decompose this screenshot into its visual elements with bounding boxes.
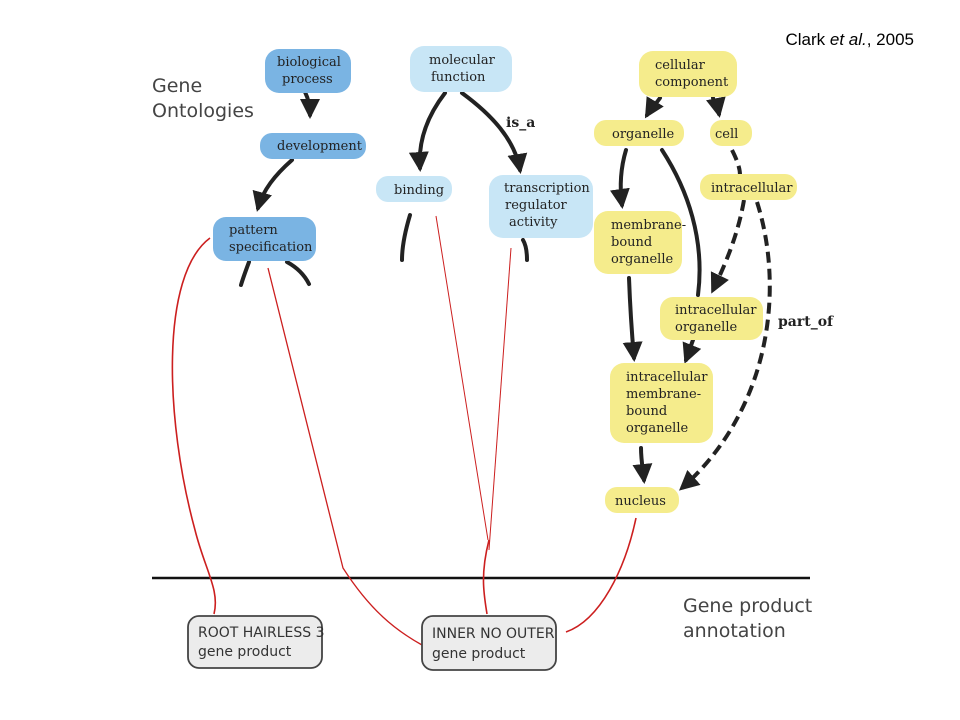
annotation-heading: Gene product annotation	[683, 595, 818, 642]
annotation-heading-line-2: annotation	[683, 620, 786, 642]
node-line: cellular	[655, 58, 706, 73]
link-merge-innernoouter	[482, 539, 490, 615]
ontologies-heading: Gene Ontologies	[152, 75, 254, 122]
edge-organelle-intracellular-organelle	[660, 148, 702, 297]
node-line: pattern	[229, 223, 278, 238]
is-a-label: is_a	[506, 115, 535, 131]
edge-pattern-down-1	[239, 260, 251, 287]
edge-organelle-membrane	[609, 148, 630, 209]
node-line: biological	[277, 55, 341, 70]
edge-imbo-nucleus	[632, 446, 653, 484]
svg-text:biological process: biological process	[277, 55, 345, 87]
link-nucleus-innernoouter	[565, 517, 637, 633]
node-line: intracellular	[711, 181, 793, 196]
node-nucleus: nucleus	[605, 487, 679, 513]
ontology-edges	[239, 90, 726, 484]
node-line: component	[655, 75, 729, 90]
node-cellular-component: cellular component	[639, 51, 737, 97]
node-line: intracellular	[626, 370, 708, 385]
node-line: binding	[394, 183, 444, 198]
svg-text:cellular component: cellular component	[655, 58, 729, 90]
edge-function-transcription	[460, 91, 528, 174]
citation-etal: et al.	[829, 30, 867, 49]
edge-pattern-down-2	[285, 260, 311, 286]
node-line: cell	[715, 127, 738, 142]
svg-text:transcription regulato: transcription regulator activity	[504, 181, 594, 230]
node-line: nucleus	[615, 494, 666, 509]
gene-product-inner-no-outer: INNER NO OUTER gene product	[421, 615, 559, 671]
ontologies-heading-line-1: Gene	[152, 75, 202, 97]
node-membrane-bound-organelle: membrane- bound organelle	[594, 211, 690, 274]
node-line: intracellular	[675, 303, 757, 318]
part-of-edges	[679, 149, 772, 491]
node-line: organelle	[675, 320, 737, 335]
node-organelle: organelle	[594, 120, 684, 146]
edge-function-binding	[408, 91, 447, 172]
node-biological-process: biological process	[265, 49, 351, 93]
node-line: organelle	[611, 252, 673, 267]
svg-text:molecular function: molecular function	[429, 53, 499, 85]
edge-process-development	[299, 90, 320, 119]
node-line: process	[282, 72, 333, 87]
link-pattern-roothairless	[171, 237, 217, 615]
node-line: molecular	[429, 53, 496, 68]
gene-product-line: INNER NO OUTER	[432, 626, 555, 642]
node-line: regulator	[505, 198, 568, 213]
svg-text:pattern specification: pattern specification	[229, 223, 313, 255]
node-binding: binding	[376, 176, 452, 202]
node-line: organelle	[612, 127, 674, 142]
svg-text:intracellular membrane: intracellular membrane- bound organelle	[626, 370, 712, 436]
svg-text:membrane- bound: membrane- bound organelle	[611, 218, 690, 267]
edge-io-imbo	[682, 338, 702, 364]
part-of-label: part_of	[778, 314, 834, 330]
edge-cell-intracellular	[730, 149, 742, 176]
node-line: function	[431, 70, 486, 85]
gene-product-line: ROOT HAIRLESS 3	[198, 625, 325, 641]
node-pattern-specification: pattern specification	[213, 217, 316, 261]
node-cell: cell	[710, 120, 752, 146]
node-intracellular: intracellular	[700, 174, 797, 200]
node-line: development	[277, 139, 363, 154]
link-binding-innernoouter	[435, 215, 489, 541]
edge-membrane-imbo	[622, 276, 643, 362]
ontologies-heading-line-2: Ontologies	[152, 100, 254, 122]
node-transcription-regulator-activity: transcription regulator activity	[489, 175, 594, 238]
node-line: bound	[611, 235, 652, 250]
node-line: specification	[229, 240, 313, 255]
node-line: membrane-	[611, 218, 686, 233]
node-molecular-function: molecular function	[410, 46, 512, 92]
annotation-heading-line-1: Gene product	[683, 595, 812, 617]
gene-product-line: gene product	[432, 646, 526, 662]
citation-year: , 2005	[866, 30, 914, 49]
node-line: activity	[509, 215, 558, 230]
node-intracellular-organelle: intracellular organelle	[660, 297, 763, 340]
gene-product-line: gene product	[198, 644, 292, 660]
edge-development-pattern	[252, 158, 294, 212]
node-development: development	[260, 133, 366, 159]
citation-author: Clark	[785, 30, 826, 49]
annotation-links	[171, 215, 637, 646]
edge-component-organelle	[644, 96, 664, 119]
svg-text:intracellular organell: intracellular organelle	[675, 303, 761, 335]
node-line: organelle	[626, 421, 688, 436]
edge-transcription-down	[521, 238, 529, 262]
edge-binding-down	[400, 213, 412, 262]
edge-component-cell	[706, 96, 726, 118]
citation: Clark et al., 2005	[785, 30, 914, 50]
node-line: bound	[626, 404, 667, 419]
node-line: membrane-	[626, 387, 701, 402]
link-transcription-innernoouter	[488, 247, 512, 551]
svg-text:ROOT HAIRLESS 3 gene p: ROOT HAIRLESS 3 gene product	[198, 625, 329, 660]
link-pattern-innernoouter	[267, 267, 423, 646]
svg-text:INNER NO OUTER gene pr: INNER NO OUTER gene product	[432, 626, 559, 662]
node-line: transcription	[504, 181, 590, 196]
edge-intracellular-io	[710, 199, 746, 294]
edge-intracellular-nucleus	[679, 201, 772, 491]
node-intracellular-membrane-bound-organelle: intracellular membrane- bound organelle	[610, 363, 713, 443]
gene-product-root-hairless-3: ROOT HAIRLESS 3 gene product	[187, 615, 329, 669]
